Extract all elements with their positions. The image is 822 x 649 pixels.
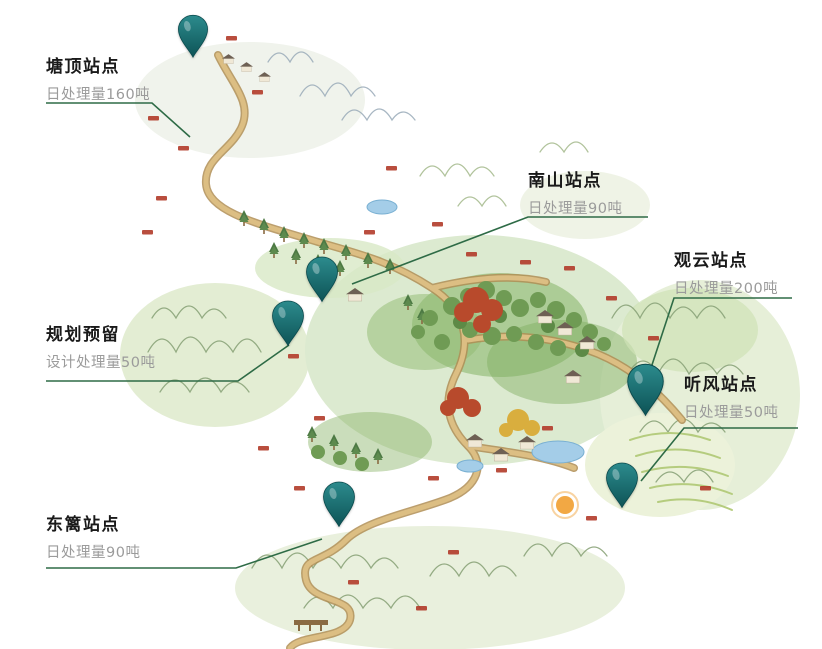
map-pin-dongli[interactable] [322, 481, 356, 527]
sun-landmark [551, 491, 579, 519]
station-capacity: 日处理量200吨 [674, 281, 779, 297]
map-pin-tangding[interactable] [177, 14, 209, 58]
bridge [294, 620, 328, 631]
station-title: 东篱站点 [46, 515, 120, 535]
station-label-tangding: 塘顶站点 日处理量160吨 [46, 52, 150, 104]
station-title: 听风站点 [684, 375, 758, 395]
station-label-tingfeng: 听风站点 日处理量50吨 [684, 370, 778, 422]
station-title: 南山站点 [528, 171, 602, 191]
station-title: 规划预留 [46, 325, 120, 345]
map-pin-tingfeng[interactable] [605, 462, 639, 508]
map-pin-guanyun[interactable] [626, 363, 665, 416]
station-capacity: 设计处理量50吨 [46, 355, 156, 371]
station-capacity: 日处理量90吨 [46, 545, 141, 561]
station-title: 观云站点 [674, 251, 748, 271]
station-title: 塘顶站点 [46, 57, 120, 77]
buildings [222, 54, 596, 631]
station-label-nanshan: 南山站点 日处理量90吨 [528, 166, 622, 218]
station-capacity: 日处理量160吨 [46, 87, 151, 103]
terrain-washes [120, 42, 800, 649]
yellow-trees [499, 409, 540, 437]
water-ponds [366, 199, 585, 473]
station-label-dongli: 东篱站点 日处理量90吨 [46, 510, 140, 562]
station-label-guihua: 规划预留 设计处理量50吨 [46, 320, 155, 372]
map-pin-nanshan[interactable] [305, 256, 339, 302]
map-pin-guihua[interactable] [271, 300, 305, 346]
red-maple-trees [440, 287, 503, 417]
station-label-guanyun: 观云站点 日处理量200吨 [674, 246, 778, 298]
station-capacity: 日处理量50吨 [684, 405, 779, 421]
station-capacity: 日处理量90吨 [528, 201, 623, 217]
